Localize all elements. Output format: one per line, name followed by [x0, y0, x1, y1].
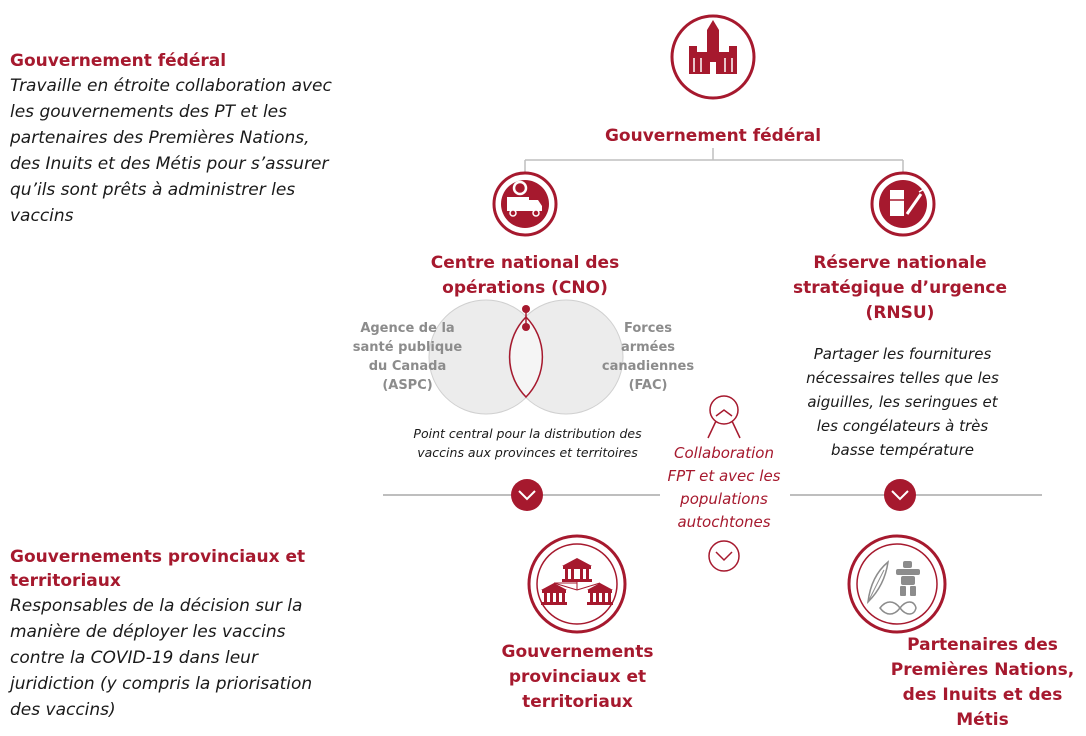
pt-node-title: Gouvernements provinciaux et territoriau… — [470, 640, 685, 715]
pt-line: manière de déployer les vaccins — [10, 622, 286, 642]
cno-title: Centre national des opérations (CNO) — [405, 251, 645, 301]
federal-line: des Inuits et des Métis pour s’assurer — [10, 154, 329, 174]
federal-node-title: Gouvernement fédéral — [604, 126, 822, 146]
venn-label-line: armées — [620, 340, 676, 355]
truck-gear-icon — [492, 171, 558, 237]
federal-line: Travaille en étroite collaboration avec — [10, 76, 332, 96]
collaboration-line: populations — [680, 490, 768, 508]
pt-heading: territoriaux — [10, 571, 121, 591]
indigenous-node-title-line: des Inuits et des — [902, 685, 1063, 705]
collaboration-line: FPT et avec les — [667, 467, 781, 485]
pt-node-title-line: provinciaux et — [508, 667, 647, 687]
rnsu-description-line: Partager les fournitures — [813, 345, 992, 363]
pt-line: contre la COVID-19 dans leur — [10, 648, 258, 668]
freezer-syringe-icon — [870, 171, 936, 237]
venn-label-line: (ASPC) — [382, 378, 433, 393]
venn-label-line: canadiennes — [601, 359, 695, 374]
chevron-down-icon — [511, 479, 543, 511]
collaboration-line: Collaboration — [674, 444, 774, 462]
cno-title-line: Centre national des — [430, 253, 620, 273]
venn-diagram — [428, 299, 624, 415]
indigenous-node-title-line: Partenaires des — [907, 635, 1058, 655]
federal-line: les gouvernements des PT et les — [10, 102, 287, 122]
rnsu-title-line: stratégique d’urgence — [793, 278, 1007, 298]
pt-node-title-line: territoriaux — [522, 692, 633, 712]
cno-description-line: vaccins aux provinces et territoires — [417, 445, 638, 460]
cno-description: Point central pour la distribution des v… — [385, 424, 670, 462]
venn-label-fac: Forces armées canadiennes (FAC) — [588, 319, 708, 395]
collaboration-icon — [707, 395, 741, 439]
rnsu-description-line: les congélateurs à très — [816, 417, 989, 435]
rnsu-description-line: aiguilles, les seringues et — [807, 393, 998, 411]
rnsu-description-line: nécessaires telles que les — [806, 369, 999, 387]
rnsu-description-line: basse température — [831, 441, 974, 459]
rnsu-title: Réserve nationale stratégique d’urgence … — [775, 251, 1025, 326]
federal-line: qu’ils sont prêts à administrer les — [10, 180, 296, 200]
rnsu-description: Partager les fournitures nécessaires tel… — [790, 342, 1015, 462]
parliament-icon — [670, 14, 756, 100]
venn-label-line: Forces — [624, 321, 672, 336]
government-buildings-icon — [527, 534, 627, 634]
pt-heading: Gouvernements provinciaux et — [10, 547, 306, 567]
chevron-down-icon — [884, 479, 916, 511]
federal-line: vaccins — [10, 206, 74, 226]
rnsu-title-line: (RNSU) — [865, 303, 935, 323]
federal-line: partenaires des Premières Nations, — [10, 128, 310, 148]
pt-description: Gouvernements provinciaux et territoriau… — [10, 545, 380, 723]
feather-inukshuk-infinity-icon — [847, 534, 947, 634]
indigenous-node-title: Partenaires des Premières Nations, des I… — [885, 633, 1080, 733]
rnsu-title-line: Réserve nationale — [813, 253, 987, 273]
pt-line: juridiction (y compris la priorisation — [10, 674, 313, 694]
venn-label-aspc: Agence de la santé publique du Canada (A… — [345, 319, 470, 395]
pt-line: des vaccins) — [10, 700, 116, 720]
collaboration-line: autochtones — [677, 513, 771, 531]
indigenous-node-title-line: Premières Nations, — [890, 660, 1075, 680]
venn-label-line: du Canada — [368, 359, 447, 374]
collaboration-text: Collaboration FPT et avec les population… — [654, 442, 794, 534]
cno-title-line: opérations (CNO) — [442, 278, 608, 298]
federal-description: Gouvernement fédéral Travaille en étroit… — [10, 49, 380, 229]
venn-label-line: Agence de la — [360, 321, 455, 336]
venn-label-line: (FAC) — [628, 378, 668, 393]
cno-description-line: Point central pour la distribution des — [413, 426, 642, 441]
indigenous-node-title-line: Métis — [956, 710, 1009, 730]
pt-node-title-line: Gouvernements — [501, 642, 654, 662]
pt-line: Responsables de la décision sur la — [10, 596, 303, 616]
venn-label-line: santé publique — [352, 340, 463, 355]
federal-heading: Gouvernement fédéral — [10, 51, 227, 71]
chevron-down-outline-icon — [708, 540, 740, 572]
